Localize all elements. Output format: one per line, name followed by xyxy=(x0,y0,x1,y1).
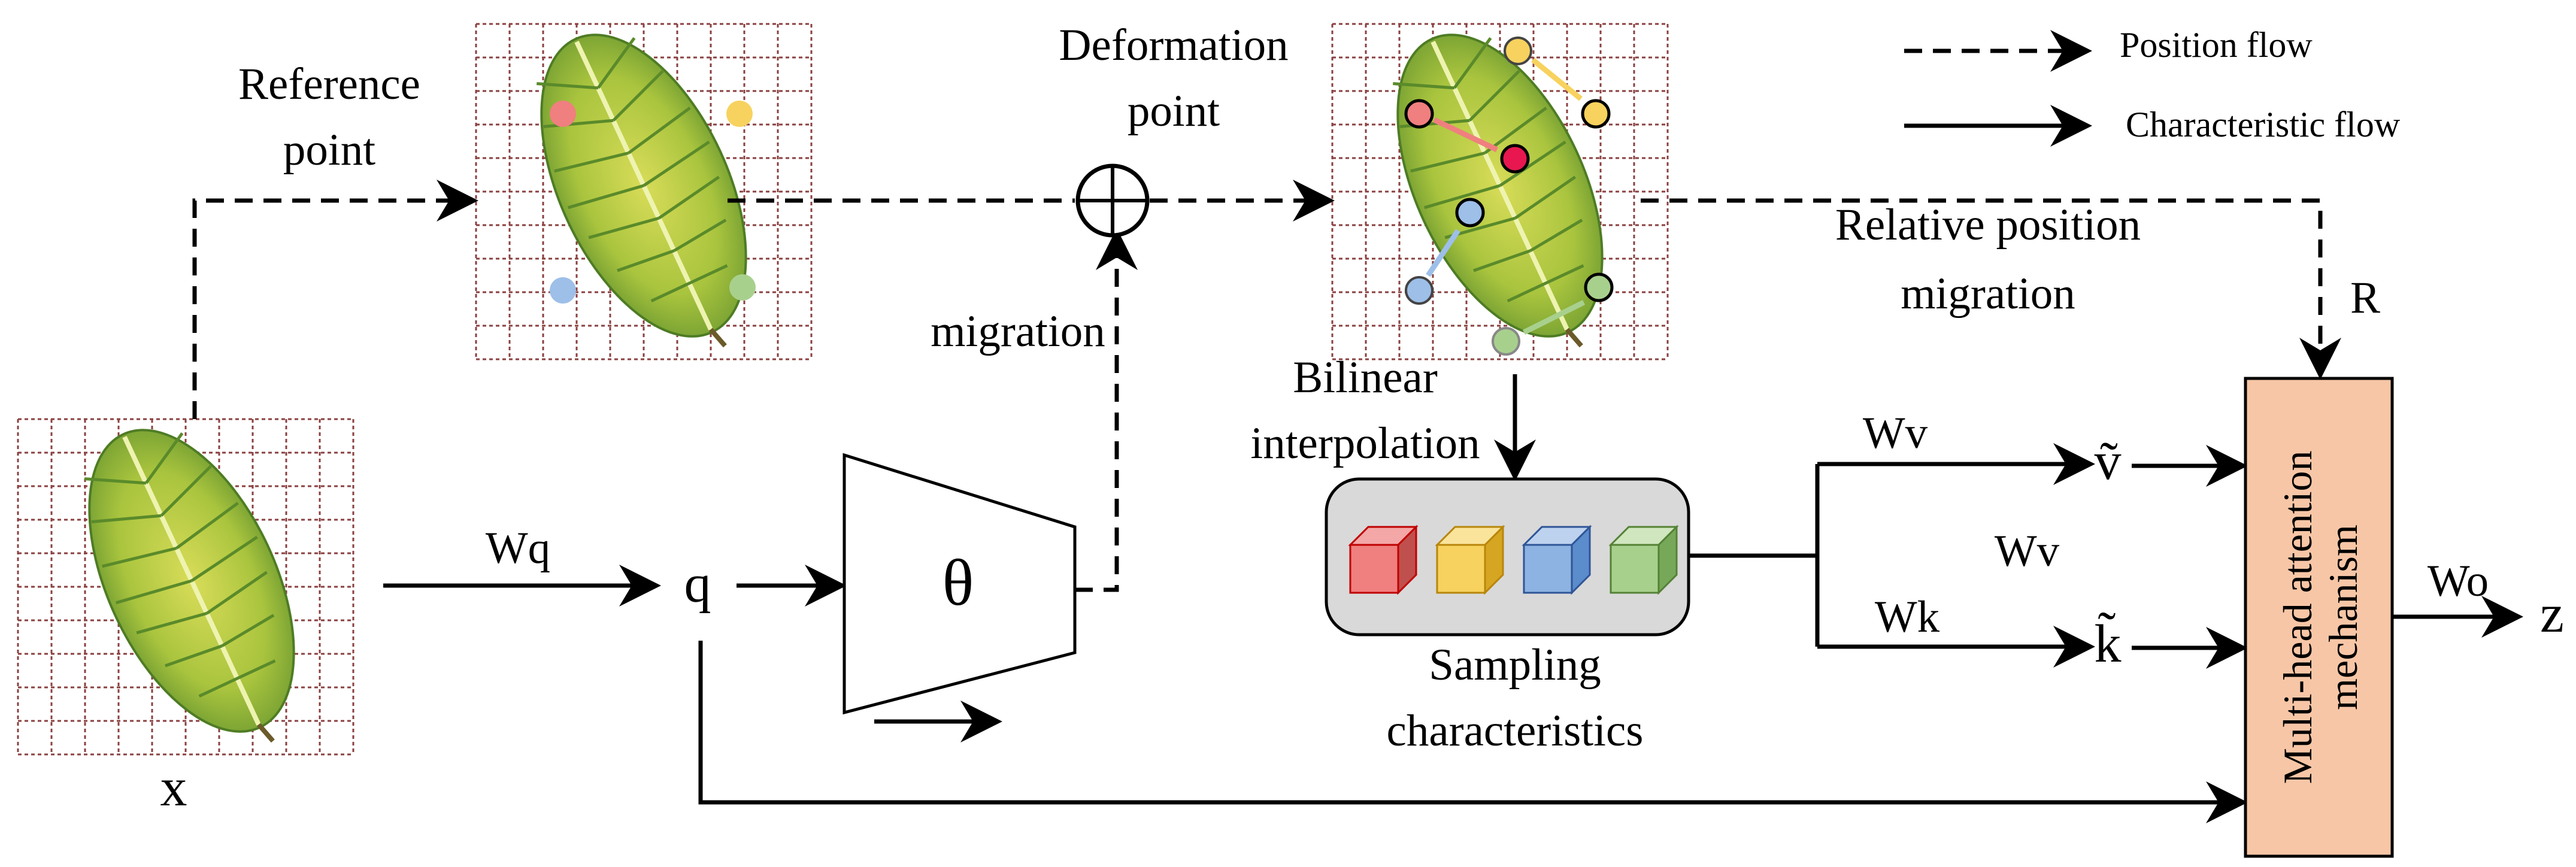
leaf-image xyxy=(1356,4,1652,384)
leaf-image xyxy=(499,4,796,384)
blue-migration-arrow xyxy=(1426,229,1460,277)
green-migration-arrow xyxy=(1522,299,1586,335)
k-tilde-label: k̃ xyxy=(2095,612,2122,674)
deformation-point-label-line2: point xyxy=(1128,86,1220,136)
blue-original-point xyxy=(1405,276,1434,305)
x-to-reference-arrow xyxy=(192,180,478,419)
wo-label: Wo xyxy=(2427,556,2489,606)
sampling-label-line1: Sampling xyxy=(1429,640,1601,690)
cube-blue xyxy=(1522,525,1592,595)
migration-label: migration xyxy=(931,307,1105,356)
red-migration-arrow xyxy=(1433,117,1498,153)
v-tilde-label: ṽ xyxy=(2095,432,2122,491)
wv-mid-label: Wv xyxy=(1995,526,2060,576)
legend: Position flow Characteristic flow xyxy=(1904,25,2401,147)
reference-point-label-line1: Reference xyxy=(238,59,420,109)
z-label: z xyxy=(2540,584,2564,644)
relative-position-label-line1: Relative position xyxy=(1835,200,2141,250)
yellow-migrated-point xyxy=(1581,99,1611,129)
reference-point-label-line2: point xyxy=(283,125,375,175)
wv-top-label: Wv xyxy=(1863,408,1928,458)
attention-label-line2: mechanism xyxy=(2320,525,2366,710)
cube-yellow xyxy=(1435,525,1505,595)
leaf-image xyxy=(47,399,344,779)
reference-point-blue xyxy=(550,277,576,304)
reference-leaf-grid xyxy=(475,4,813,384)
wk-label: Wk xyxy=(1875,592,1940,642)
r-label: R xyxy=(2350,273,2380,323)
wq-label: Wq xyxy=(486,523,550,573)
yellow-migration-arrow xyxy=(1531,57,1583,101)
red-original-point xyxy=(1404,99,1434,129)
deformation-leaf-grid xyxy=(1331,4,1669,384)
theta-network-block xyxy=(842,453,1077,715)
characteristic-flow-legend-label: Characteristic flow xyxy=(2126,105,2401,144)
sampling-label-line2: characteristics xyxy=(1387,706,1644,756)
attention-label-line1: Multi-head attention xyxy=(2275,450,2320,784)
theta-label: θ xyxy=(942,546,974,619)
reference-point-green xyxy=(729,274,756,301)
relative-position-arrow xyxy=(1641,198,2341,380)
blue-migrated-point xyxy=(1455,198,1485,228)
deformation-point-label-line1: Deformation xyxy=(1059,20,1288,70)
reference-point-red xyxy=(550,101,576,127)
relative-position-label-line2: migration xyxy=(1901,269,2075,319)
green-original-point xyxy=(1584,272,1614,302)
yellow-original-point xyxy=(1504,37,1532,65)
q-to-attention-arrow xyxy=(698,641,2248,823)
multi-head-attention-block xyxy=(2244,377,2394,858)
position-flow-legend-label: Position flow xyxy=(2120,25,2313,65)
q-label: q xyxy=(684,554,711,614)
input-label-x: x xyxy=(160,758,187,817)
red-migrated-point xyxy=(1500,144,1530,174)
cube-green xyxy=(1608,525,1679,595)
bilinear-label-line1: Bilinear xyxy=(1293,353,1438,402)
cube-red xyxy=(1348,525,1419,595)
theta-to-sum-arrow xyxy=(1075,228,1138,592)
bilinear-label-line2: interpolation xyxy=(1250,419,1480,468)
input-leaf-grid xyxy=(17,399,354,779)
reference-point-yellow xyxy=(726,101,753,127)
green-migrated-point xyxy=(1492,327,1520,356)
sum-node xyxy=(1075,163,1150,238)
